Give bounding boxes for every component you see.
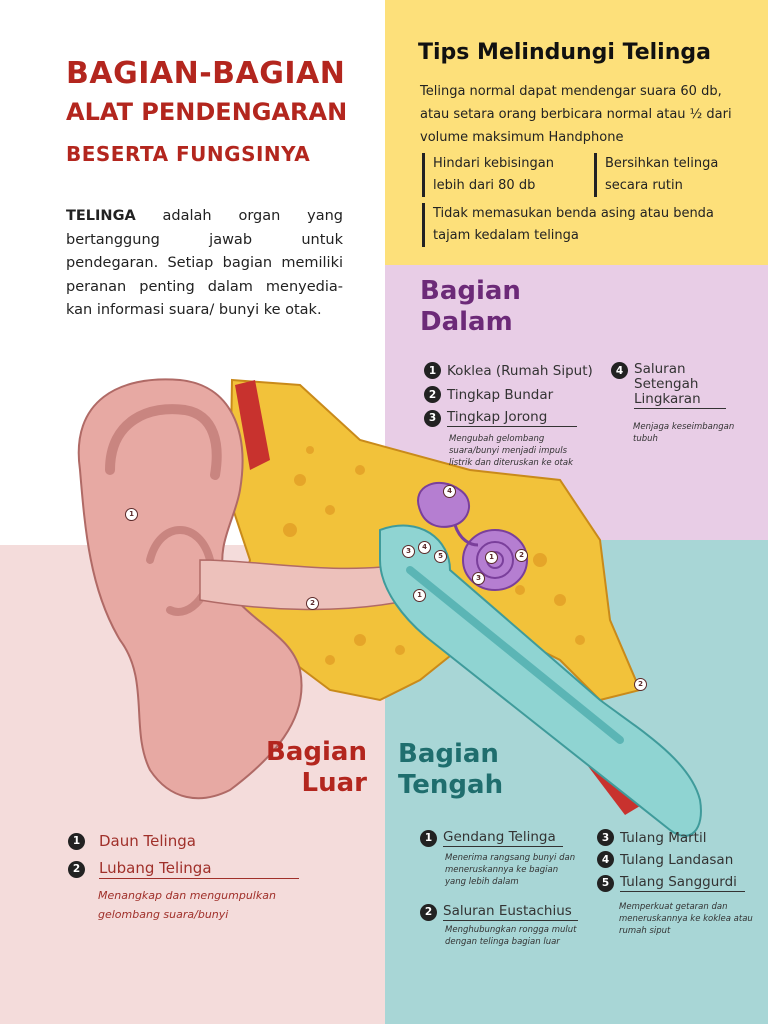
desc-saluran-eustachius: Menghubungkan rongga mulut dengan teling… bbox=[445, 925, 577, 947]
intro-keyword: TELINGA bbox=[66, 208, 136, 224]
section-title-luar-line2: Luar bbox=[301, 768, 367, 798]
list-item-tulang-martil: 3 Tulang Martil bbox=[597, 829, 706, 846]
item-label: Tingkap Bundar bbox=[447, 386, 554, 403]
list-item-tingkap-jorong: 3 Tingkap Jorong bbox=[424, 409, 577, 427]
list-item-daun-telinga: 1 Daun Telinga bbox=[68, 832, 196, 850]
marker-tulang-sanggurdi: 5 bbox=[434, 550, 447, 563]
item-label: Tulang Landasan bbox=[620, 851, 734, 868]
item-label: Daun Telinga bbox=[99, 832, 196, 850]
desc-gendang-telinga: Menerima rangsang bunyi dan meneruskanny… bbox=[445, 853, 576, 887]
item-number: 2 bbox=[68, 860, 85, 878]
item-label: Tulang Martil bbox=[620, 829, 707, 846]
marker-koklea: 1 bbox=[485, 551, 498, 564]
item-number: 2 bbox=[420, 903, 437, 921]
marker-daun-telinga: 1 bbox=[125, 508, 138, 521]
item-label: Saluran Setengah Lingkaran bbox=[634, 362, 726, 409]
item-number: 1 bbox=[420, 829, 437, 847]
page-title-line3: BESERTA FUNGSINYA bbox=[66, 142, 311, 166]
desc-tulang-pendengaran: Memperkuat getaran dan meneruskannya ke … bbox=[619, 902, 753, 936]
marker-saluran-setengah-lingkaran: 4 bbox=[443, 485, 456, 498]
item-label: Tingkap Jorong bbox=[447, 409, 577, 427]
list-item-tingkap-bundar: 2 Tingkap Bundar bbox=[424, 386, 553, 403]
list-item-tulang-sanggurdi: 5 Tulang Sanggurdi bbox=[597, 874, 745, 892]
intro-text: adalah organ yang bertanggung jawab untu… bbox=[66, 208, 343, 318]
desc-saluran-setengah-lingkaran: Menjaga keseimbangan tubuh bbox=[633, 422, 735, 444]
section-title-tengah-line1: Bagian bbox=[398, 739, 499, 769]
item-number: 4 bbox=[597, 851, 614, 868]
item-label: Tulang Sanggurdi bbox=[620, 874, 745, 892]
item-label: Saluran Eustachius bbox=[443, 903, 578, 921]
marker-tulang-martil: 3 bbox=[402, 545, 415, 558]
desc-tingkap-jorong: Mengubah gelombang suara/bunyi menjadi i… bbox=[449, 434, 574, 468]
marker-lubang-telinga: 2 bbox=[306, 597, 319, 610]
list-item-saluran-setengah-lingkaran: 4 Saluran Setengah Lingkaran bbox=[611, 362, 726, 409]
page-title-line1: BAGIAN-BAGIAN bbox=[66, 56, 346, 91]
tip-item: Bersihkan telinga secara rutin bbox=[594, 153, 755, 197]
item-number: 4 bbox=[611, 362, 628, 379]
section-title-luar-line1: Bagian bbox=[266, 737, 367, 767]
marker-saluran-eustachius: 2 bbox=[634, 678, 647, 691]
tips-title: Tips Melindungi Telinga bbox=[418, 40, 711, 65]
item-number: 3 bbox=[424, 409, 441, 427]
item-number: 1 bbox=[424, 362, 441, 379]
marker-tulang-landasan: 4 bbox=[418, 541, 431, 554]
tips-description: Telinga normal dapat mendengar suara 60 … bbox=[420, 84, 732, 145]
section-title-dalam-line1: Bagian bbox=[420, 276, 521, 306]
intro-paragraph: TELINGA adalah organ yang bertanggung ja… bbox=[66, 205, 343, 323]
list-item-gendang-telinga: 1 Gendang Telinga bbox=[420, 829, 563, 847]
marker-gendang-telinga: 1 bbox=[413, 589, 426, 602]
marker-tingkap-jorong: 3 bbox=[472, 572, 485, 585]
list-item-tulang-landasan: 4 Tulang Landasan bbox=[597, 851, 733, 868]
item-number: 1 bbox=[68, 832, 85, 850]
item-number: 2 bbox=[424, 386, 441, 403]
section-title-tengah-line2: Tengah bbox=[398, 770, 504, 800]
item-label: Koklea (Rumah Siput) bbox=[447, 362, 593, 379]
tips-panel bbox=[385, 0, 768, 265]
desc-bagian-luar: Menangkap dan mengumpulkan gelombang sua… bbox=[98, 889, 276, 921]
list-item-koklea: 1 Koklea (Rumah Siput) bbox=[424, 362, 593, 379]
item-label: Gendang Telinga bbox=[443, 829, 563, 847]
marker-tingkap-bundar: 2 bbox=[515, 549, 528, 562]
section-title-dalam-line2: Dalam bbox=[420, 307, 513, 337]
tip-item: Hindari kebisingan lebih dari 80 db bbox=[422, 153, 581, 197]
item-label: Lubang Telinga bbox=[99, 859, 299, 879]
list-item-saluran-eustachius: 2 Saluran Eustachius bbox=[420, 903, 578, 921]
list-item-lubang-telinga: 2 Lubang Telinga bbox=[68, 859, 299, 879]
item-number: 5 bbox=[597, 874, 614, 892]
tip-item: Tidak memasukan benda asing atau benda t… bbox=[422, 203, 733, 247]
item-number: 3 bbox=[597, 829, 614, 846]
page-title-line2: ALAT PENDENGARAN bbox=[66, 98, 348, 126]
